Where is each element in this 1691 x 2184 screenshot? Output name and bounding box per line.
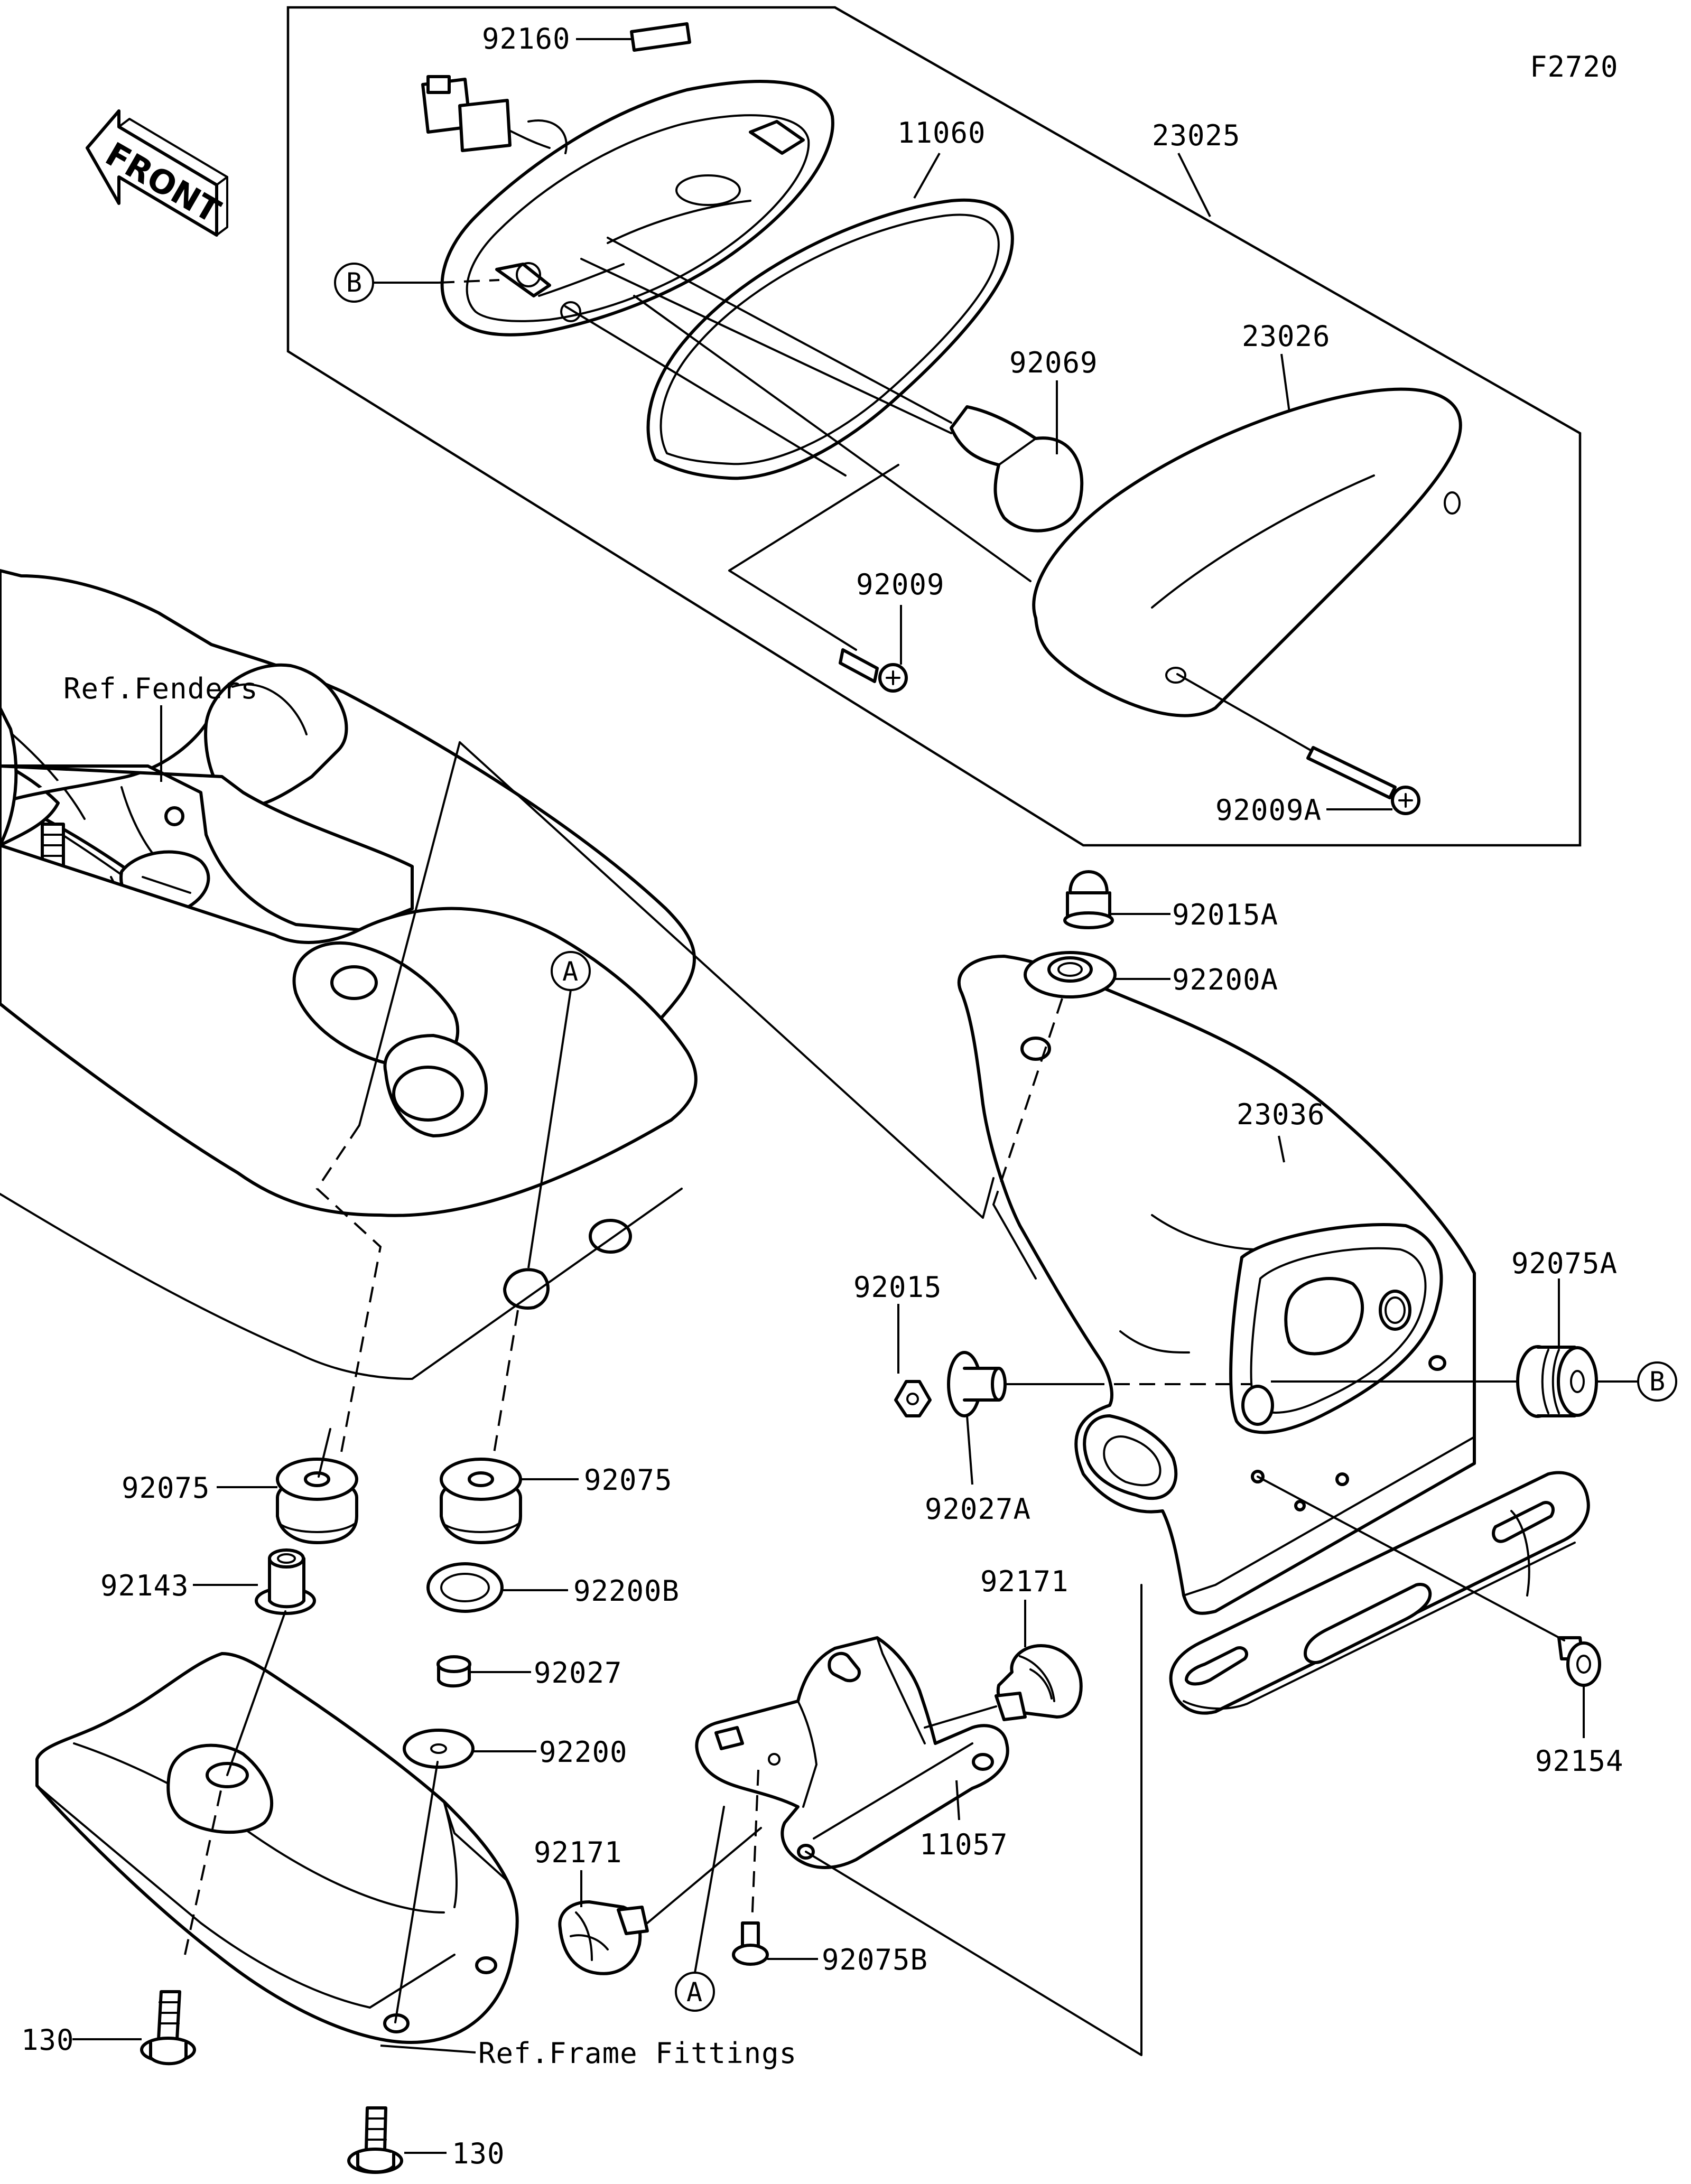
clamp-92171-top [995, 1644, 1083, 1721]
tail-lamp-assembly-frame [286, 6, 1582, 847]
ref-frame-fittings-label: Ref.Frame Fittings [478, 2037, 797, 2070]
cap-nut-92015A [1063, 870, 1114, 929]
plate-holder-strip [1169, 1471, 1590, 1715]
part-label-92200A: 92200A [1172, 963, 1278, 996]
bolt-130-b [347, 2106, 403, 2174]
plate-bracket-23036 [957, 955, 1476, 1615]
part-label-92200: 92200 [539, 1735, 628, 1769]
marker-a-bottom-label: A [686, 1977, 702, 2008]
clamp-92171-left [558, 1900, 649, 1975]
washer-92200 [403, 1729, 475, 1769]
frame-fitting [35, 1652, 519, 2044]
figure-code: F2720 [1530, 50, 1619, 83]
screw-92009A [1306, 746, 1420, 815]
part-label-92200B: 92200B [573, 1574, 680, 1608]
marker-b-right [1637, 1361, 1677, 1402]
collar-92143 [255, 1548, 316, 1615]
washer-92200A [1024, 951, 1117, 998]
part-label-92009: 92009 [856, 568, 945, 601]
lamp-connector [421, 75, 551, 152]
part-label-92015A: 92015A [1172, 898, 1278, 931]
screw-92009 [839, 648, 908, 693]
fender-body [0, 844, 698, 1380]
lens-23026 [1032, 387, 1462, 717]
part-label-92075A: 92075A [1511, 1247, 1618, 1280]
part-label-92027: 92027 [534, 1656, 622, 1690]
bolt-130-a [140, 1990, 196, 2066]
grommet-92075-left [276, 1458, 358, 1544]
nut-92015 [894, 1380, 932, 1417]
part-label-92171-left: 92171 [534, 1836, 622, 1869]
marker-b-top-label: B [346, 267, 362, 298]
part-label-130-b: 130 [452, 2137, 505, 2170]
part-label-92171-top: 92171 [980, 1565, 1069, 1598]
part-label-92143: 92143 [100, 1569, 189, 1602]
tail-lamp-housing [440, 80, 834, 337]
bolt-92154 [1557, 1636, 1601, 1687]
part-label-92009A: 92009A [1215, 794, 1322, 827]
part-label-11060: 11060 [897, 116, 986, 150]
pad-92160 [630, 22, 691, 52]
part-label-92154: 92154 [1535, 1744, 1624, 1778]
washer-92200B [426, 1562, 504, 1613]
part-label-92075-right: 92075 [584, 1463, 673, 1497]
part-label-92160: 92160 [482, 22, 571, 55]
grommet-92075-right [440, 1458, 522, 1544]
ref-fenders-label: Ref.Fenders [63, 672, 258, 705]
part-label-92015: 92015 [853, 1271, 942, 1304]
part-label-23026: 23026 [1242, 320, 1331, 353]
grommet-92075A [1516, 1345, 1598, 1418]
part-label-92069: 92069 [1009, 346, 1098, 379]
marker-b-right-label: B [1649, 1366, 1665, 1397]
part-label-11057: 11057 [919, 1828, 1008, 1861]
part-label-92027A: 92027A [925, 1492, 1031, 1526]
bolt-92075B [732, 1921, 769, 1966]
part-label-92075-left: 92075 [122, 1471, 210, 1505]
part-label-92075B: 92075B [822, 1943, 928, 1976]
collar-92027 [436, 1655, 471, 1688]
marker-a-fender-label: A [562, 956, 578, 987]
front-arrow-icon: FRONT [86, 109, 228, 237]
collar-92027A [947, 1351, 1007, 1417]
part-label-23036: 23036 [1237, 1098, 1325, 1131]
part-label-130-a: 130 [21, 2023, 75, 2057]
part-label-23025: 23025 [1152, 119, 1241, 152]
bulb-92069 [950, 405, 1084, 533]
